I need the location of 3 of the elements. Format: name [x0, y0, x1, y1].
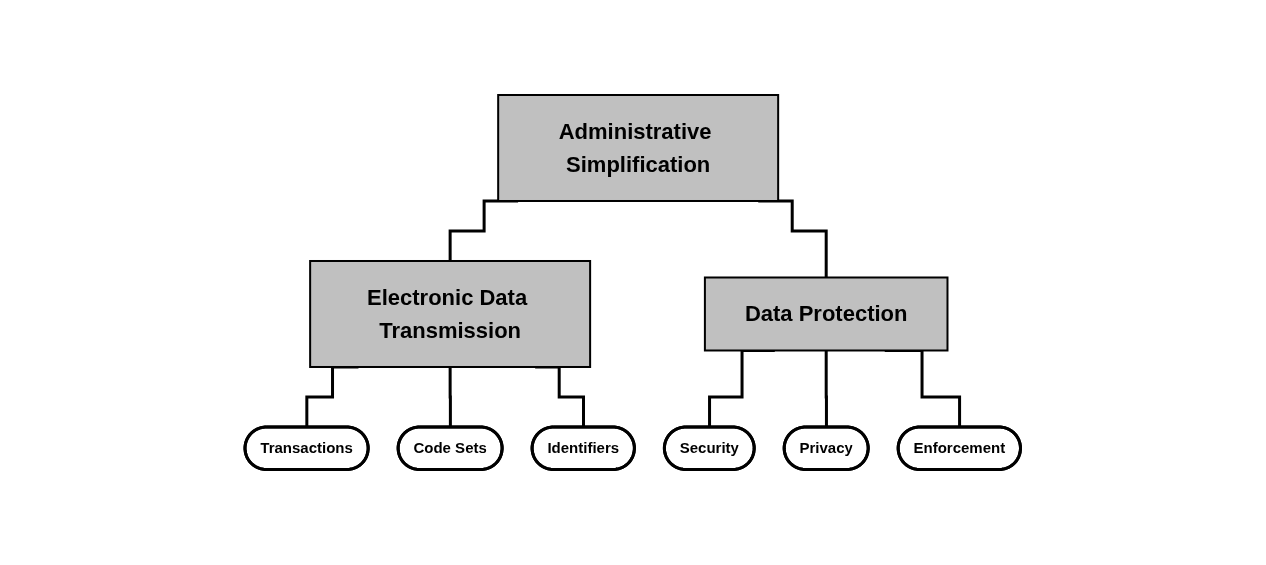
node-box: Administrative Simplification [497, 94, 780, 203]
node-box: Data Protection [704, 276, 949, 352]
node-box: Electronic Data Transmission [309, 260, 592, 369]
